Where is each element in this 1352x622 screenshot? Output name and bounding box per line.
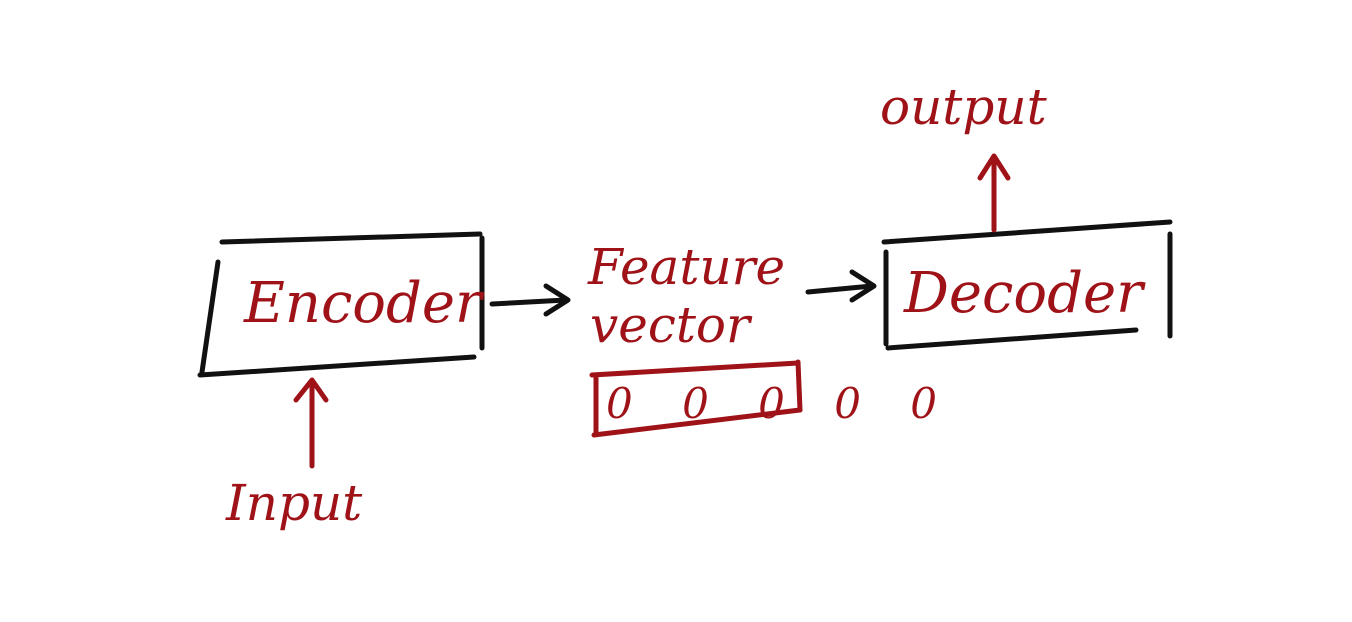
- decoder-box: [881, 219, 1173, 351]
- input-label: Input: [225, 474, 363, 532]
- feature-vector-box: [589, 359, 803, 438]
- encoder-label: Encoder: [243, 271, 485, 336]
- feature-to-decoder-arrow: [805, 269, 877, 303]
- encoder-box: [197, 231, 485, 378]
- output-arrow: [977, 153, 1011, 233]
- feature-vector-values: 0 0 0 0 0: [606, 379, 955, 428]
- feature-label-line1: Feature: [587, 238, 785, 296]
- encoder-to-feature-arrow: [489, 283, 571, 317]
- input-arrow: [293, 377, 329, 469]
- output-label: output: [880, 78, 1048, 136]
- feature-label-line2: vector: [590, 296, 753, 354]
- decoder-label: Decoder: [903, 261, 1146, 326]
